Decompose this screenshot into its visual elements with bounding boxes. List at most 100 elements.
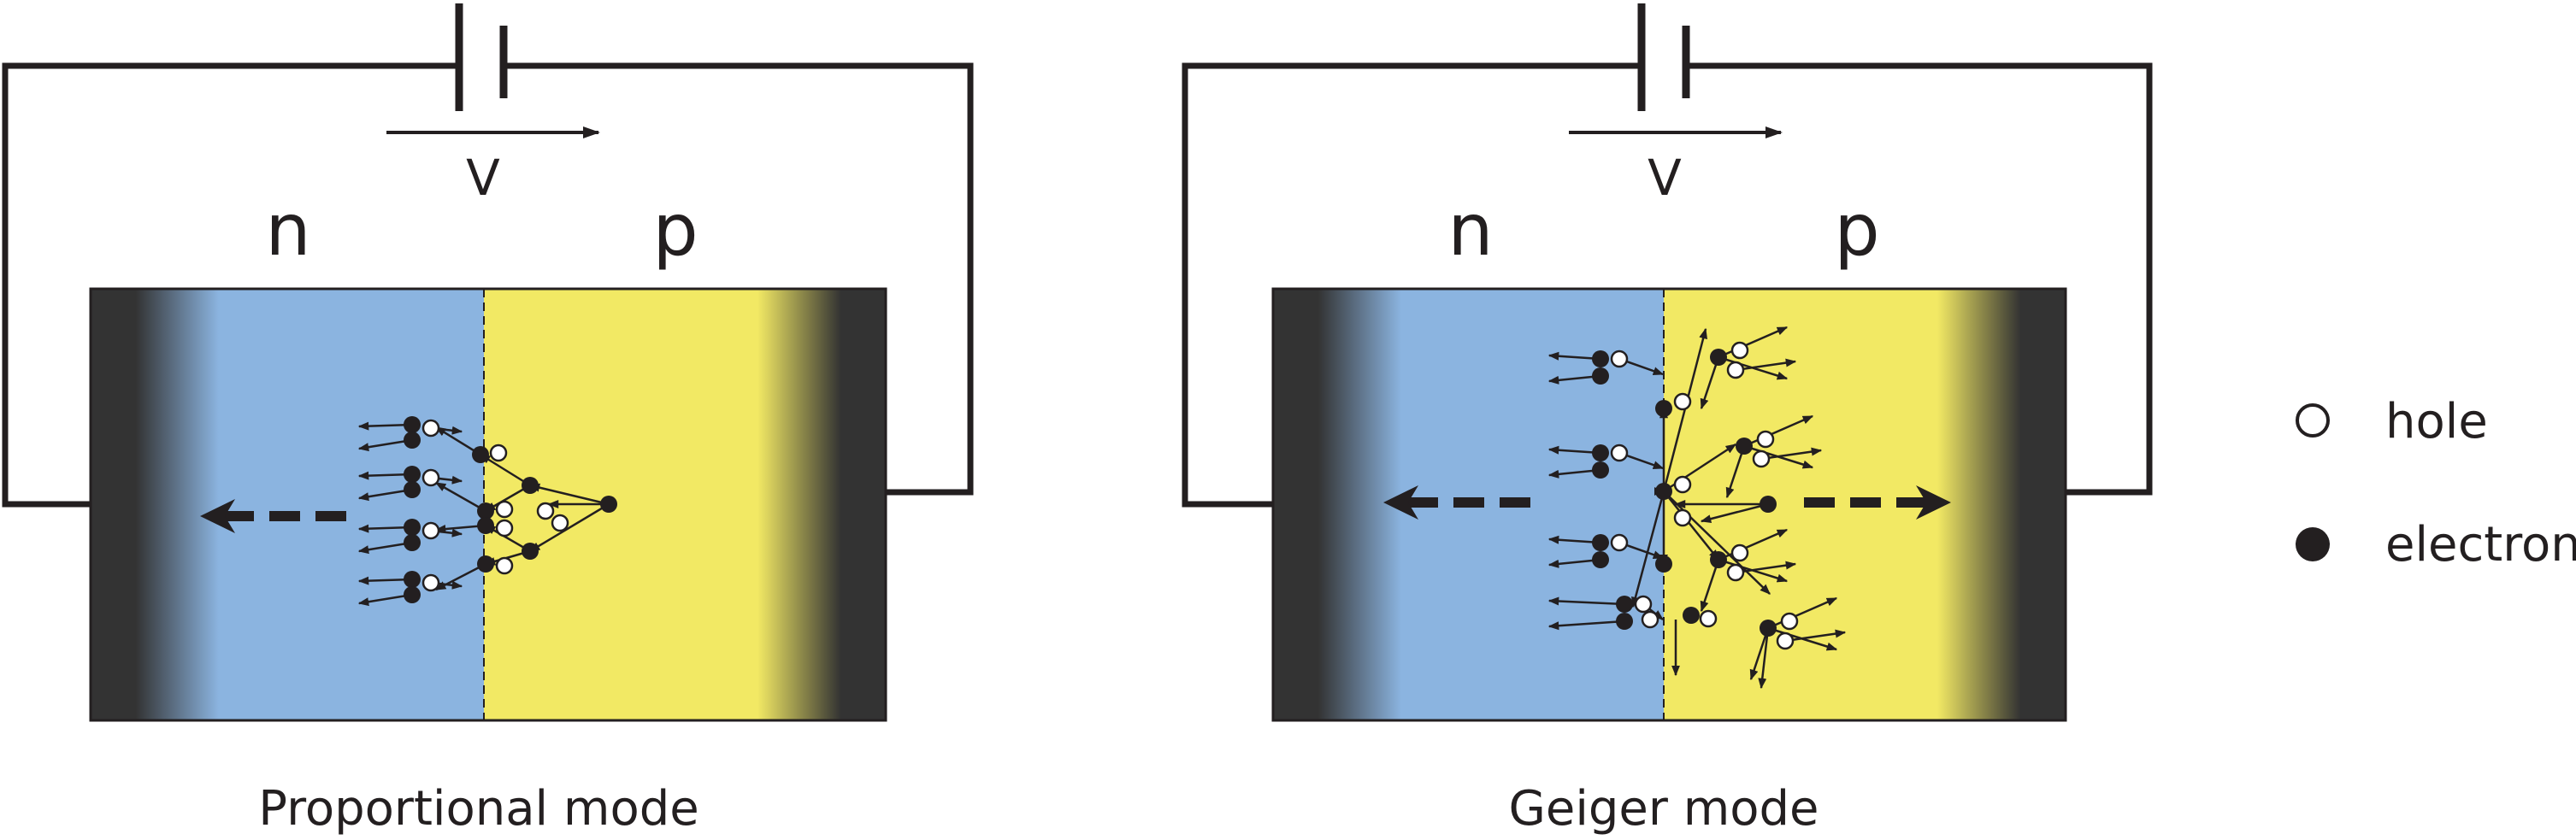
hole-dot — [1756, 430, 1775, 449]
carrier-track — [1735, 561, 1797, 574]
carrier-track — [1547, 468, 1601, 479]
battery-icon — [455, 3, 508, 111]
electron-dot — [1616, 596, 1633, 613]
electron-dot — [522, 543, 539, 560]
electron-dot — [404, 481, 421, 498]
hole-dot — [495, 519, 514, 537]
panel-caption: Proportional mode — [258, 781, 699, 837]
electron-dot — [477, 517, 494, 534]
electron-dot — [1592, 551, 1609, 568]
electron-dot — [1655, 483, 1672, 500]
carrier-track — [1760, 447, 1823, 461]
electron-dot — [1592, 350, 1609, 367]
hole-dot — [495, 556, 514, 575]
electron-drift-arrow-left — [1383, 485, 1530, 520]
electron-dot — [1616, 613, 1633, 630]
electron-dot — [1592, 461, 1609, 479]
electron-dot — [404, 432, 421, 449]
carrier-track — [357, 576, 413, 585]
hole-dot — [1610, 443, 1629, 462]
device-outline — [89, 287, 887, 722]
n-region-label: n — [1447, 188, 1493, 272]
carrier-track — [1631, 490, 1665, 608]
carrier-track — [357, 541, 413, 555]
carrier-track — [1767, 596, 1838, 630]
carrier-track — [1663, 490, 1719, 561]
carrier-track — [1700, 502, 1769, 524]
hole-dot — [1776, 631, 1795, 650]
electron-dot — [404, 586, 421, 603]
hole-drift-arrow-right — [1804, 485, 1951, 520]
carrier-track — [1784, 629, 1847, 643]
voltage-label: V — [466, 149, 500, 207]
hole-dot — [1780, 612, 1799, 631]
carrier-track — [357, 421, 413, 431]
hole-legend-icon — [2296, 403, 2330, 438]
carrier-track — [357, 471, 413, 480]
hole-dot — [1730, 341, 1749, 360]
hole-dot — [421, 573, 440, 592]
carrier-track — [1547, 351, 1601, 361]
electron-dot — [1655, 400, 1672, 417]
electron-dot — [404, 571, 421, 588]
hole-dot — [1610, 350, 1629, 368]
electron-dot — [1655, 555, 1672, 573]
electron-dot — [1592, 534, 1609, 551]
carrier-track — [1547, 535, 1601, 544]
carrier-track — [434, 481, 486, 513]
hole-dot — [536, 502, 555, 520]
electron-dot — [404, 534, 421, 551]
hole-dot — [1752, 449, 1771, 468]
panel-proportional-mode: V n p Proportional mode — [2, 3, 974, 837]
electron-dot — [600, 496, 617, 513]
electron-legend-label: electron — [2385, 517, 2576, 573]
electron-dot — [522, 477, 539, 494]
carrier-track — [1547, 596, 1625, 606]
hole-dot — [1673, 508, 1692, 527]
hole-dot — [1699, 609, 1718, 628]
electron-dot — [404, 519, 421, 536]
circuit-wire-left — [1182, 62, 1642, 508]
carrier-track — [1725, 445, 1746, 499]
electron-dot — [404, 466, 421, 483]
carrier-track — [484, 484, 531, 513]
carrier-track — [1547, 620, 1625, 631]
hole-dot — [1730, 543, 1749, 562]
carrier-track — [1547, 374, 1601, 385]
hole-dot — [1610, 533, 1629, 552]
carrier-track — [1758, 627, 1770, 690]
carrier-track — [528, 483, 610, 506]
carrier-track — [1662, 327, 1708, 492]
carrier-track — [357, 488, 413, 502]
carrier-track — [1700, 356, 1720, 410]
carrier-track — [434, 562, 486, 591]
electron-dot — [477, 555, 494, 573]
voltage-label: V — [1648, 149, 1682, 207]
electron-dot — [1710, 551, 1727, 568]
left-electrode — [91, 289, 219, 720]
carrier-track — [1735, 358, 1797, 372]
carrier-track — [479, 453, 531, 487]
carrier-track — [1547, 445, 1601, 455]
circuit-wire-right — [1686, 62, 2153, 496]
panel-geiger-mode: V n p Geiger mode — [1182, 3, 2153, 837]
n-region-label: n — [265, 188, 310, 272]
electron-dot — [1736, 438, 1753, 455]
avalanche-geiger — [1547, 326, 1847, 690]
carrier-track — [484, 524, 531, 553]
electron-dot — [404, 416, 421, 433]
p-region-label: p — [1834, 188, 1879, 272]
electron-dot — [1760, 496, 1777, 513]
electron-drift-arrow — [200, 499, 346, 533]
electron-legend-icon — [2296, 527, 2330, 561]
electron-dot — [1592, 444, 1609, 461]
left-electrode — [1273, 289, 1401, 720]
carrier-track — [357, 593, 413, 607]
hole-dot — [551, 514, 569, 532]
carrier-track — [357, 524, 413, 533]
carrier-track — [1663, 490, 1771, 595]
carrier-track — [528, 502, 610, 553]
carrier-track — [1718, 326, 1789, 359]
carrier-track — [357, 438, 413, 452]
carrier-track — [1547, 558, 1601, 568]
